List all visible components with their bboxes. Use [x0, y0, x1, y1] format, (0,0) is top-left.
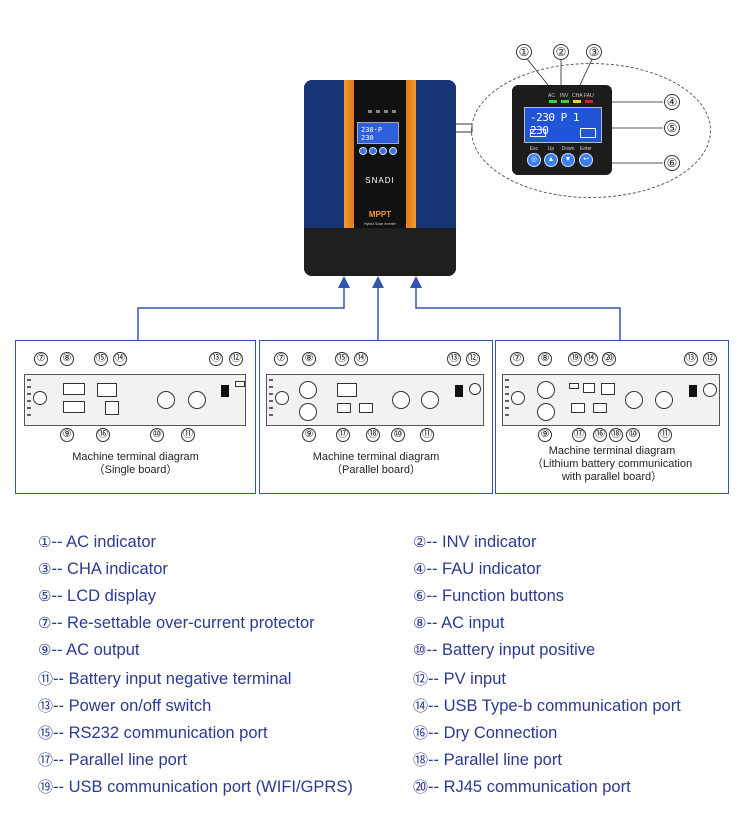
legend-item: ⑫-- PV input — [413, 670, 506, 688]
vent-slot — [269, 407, 273, 409]
down-button[interactable]: ▼ — [561, 153, 575, 167]
callout-1: ① — [516, 44, 532, 60]
enter-label: Enter — [580, 146, 592, 152]
connector-left — [137, 276, 350, 342]
callout-4: ④ — [664, 94, 680, 110]
vent-slot — [269, 400, 273, 402]
vent-slot — [505, 379, 509, 381]
vent-slot — [27, 400, 31, 402]
inverter-base — [304, 228, 456, 276]
model-subtitle: Hybrid Solar Inverter — [363, 222, 397, 226]
vent-slot — [505, 400, 509, 402]
legend-item: ⑭-- USB Type-b communication port — [413, 697, 681, 715]
terminal-board-parallel: ⑦ ⑧ ⑮ ⑭ ⑬ ⑫ ⑨ ⑰ ⑱ ⑩ ⑪ Machine terminal d… — [259, 340, 493, 494]
zoom-ellipse — [471, 63, 711, 198]
led-label-inv: INV — [560, 93, 569, 99]
board-caption-title: Machine terminal diagram — [72, 451, 199, 463]
legend-item: ⑩-- Battery input positive — [413, 641, 596, 659]
terminal-board-lithium: ⑦ ⑧ ⑲ ⑭ ⑳ ⑬ ⑫ ⑨ ⑰ ⑯ ⑱ ⑩ ⑪ Machine termin… — [495, 340, 729, 494]
lcd-display: -230 P 1 230 — [524, 107, 602, 143]
legend-item: ⑱-- Parallel line port — [413, 751, 562, 769]
ac-indicator — [549, 100, 557, 103]
board-caption-title: Machine terminal diagram — [548, 445, 676, 457]
callout-3: ③ — [586, 44, 602, 60]
legend-item: ⑤-- LCD display — [38, 587, 156, 605]
board-caption-title: Machine terminal diagram — [312, 451, 440, 463]
mini-lcd: 230·P 230 — [357, 122, 399, 144]
model-label: MPPT — [368, 210, 392, 219]
esc-label: Esc — [529, 146, 539, 152]
legend-item: ⑨-- AC output — [38, 641, 140, 659]
legend-item: ⑬-- Power on/off switch — [38, 697, 212, 715]
vent-slot — [269, 386, 273, 388]
vent-slot — [269, 379, 273, 381]
board-caption-subtitle: （Lithium battery communication — [531, 458, 693, 470]
callout-6: ⑥ — [664, 155, 680, 171]
vent-slot — [27, 414, 31, 416]
callout-2: ② — [553, 44, 569, 60]
brand-logo: SNADI — [365, 176, 395, 185]
inv-indicator — [561, 100, 569, 103]
legend-item: ⑦-- Re-settable over-current protector — [38, 614, 315, 632]
legend-item: ⑮-- RS232 communication port — [38, 724, 268, 742]
legend-item: ⑳-- RJ45 communication port — [413, 778, 631, 796]
legend-item: ⑥-- Function buttons — [413, 587, 565, 605]
vent-slot — [505, 386, 509, 388]
connector-right — [410, 276, 621, 342]
legend-item: ⑯-- Dry Connection — [413, 724, 558, 742]
vent-slot — [505, 414, 509, 416]
legend-item: ⑰-- Parallel line port — [38, 751, 187, 769]
led-label-fau: FAU — [584, 93, 594, 99]
vent-slot — [27, 386, 31, 388]
vent-slot — [27, 379, 31, 381]
board-caption-subtitle: （Parallel board） — [331, 464, 421, 476]
vent-slot — [269, 393, 273, 395]
legend-item: ⑧-- AC input — [413, 614, 505, 632]
led-label-cha: CHA — [572, 93, 583, 99]
board-caption-subtitle: （Single board） — [93, 464, 178, 476]
legend-item: ④-- FAU indicator — [413, 560, 542, 578]
esc-button[interactable]: ◎ — [527, 153, 541, 167]
cha-indicator — [573, 100, 581, 103]
legend-item: ②-- INV indicator — [413, 533, 537, 551]
led-label-ac: AC — [548, 93, 555, 99]
legend-item: ①-- AC indicator — [38, 533, 156, 551]
legend-item: ③-- CHA indicator — [38, 560, 168, 578]
board-caption-subtitle-2: with parallel board） — [561, 471, 663, 483]
vent-slot — [27, 407, 31, 409]
terminal-board-single: ⑦ ⑧ ⑮ ⑭ ⑬ ⑫ ⑨ ⑯ ⑩ ⑪ Machine terminal dia… — [15, 340, 256, 494]
fau-indicator — [585, 100, 593, 103]
up-label: Up — [547, 146, 555, 152]
enter-button[interactable]: ↩ — [579, 153, 593, 167]
legend-item: ⑲-- USB communication port (WIFI/GPRS) — [38, 778, 353, 796]
vent-slot — [27, 393, 31, 395]
up-button[interactable]: ▲ — [544, 153, 558, 167]
vent-slot — [505, 407, 509, 409]
vent-slot — [505, 393, 509, 395]
callout-5: ⑤ — [664, 120, 680, 136]
down-label: Down — [561, 146, 575, 152]
vent-slot — [269, 414, 273, 416]
legend-item: ⑪-- Battery input negative terminal — [38, 670, 292, 688]
control-panel-zoom: AC INV CHA FAU -230 P 1 230 Esc Up Down … — [512, 85, 612, 175]
